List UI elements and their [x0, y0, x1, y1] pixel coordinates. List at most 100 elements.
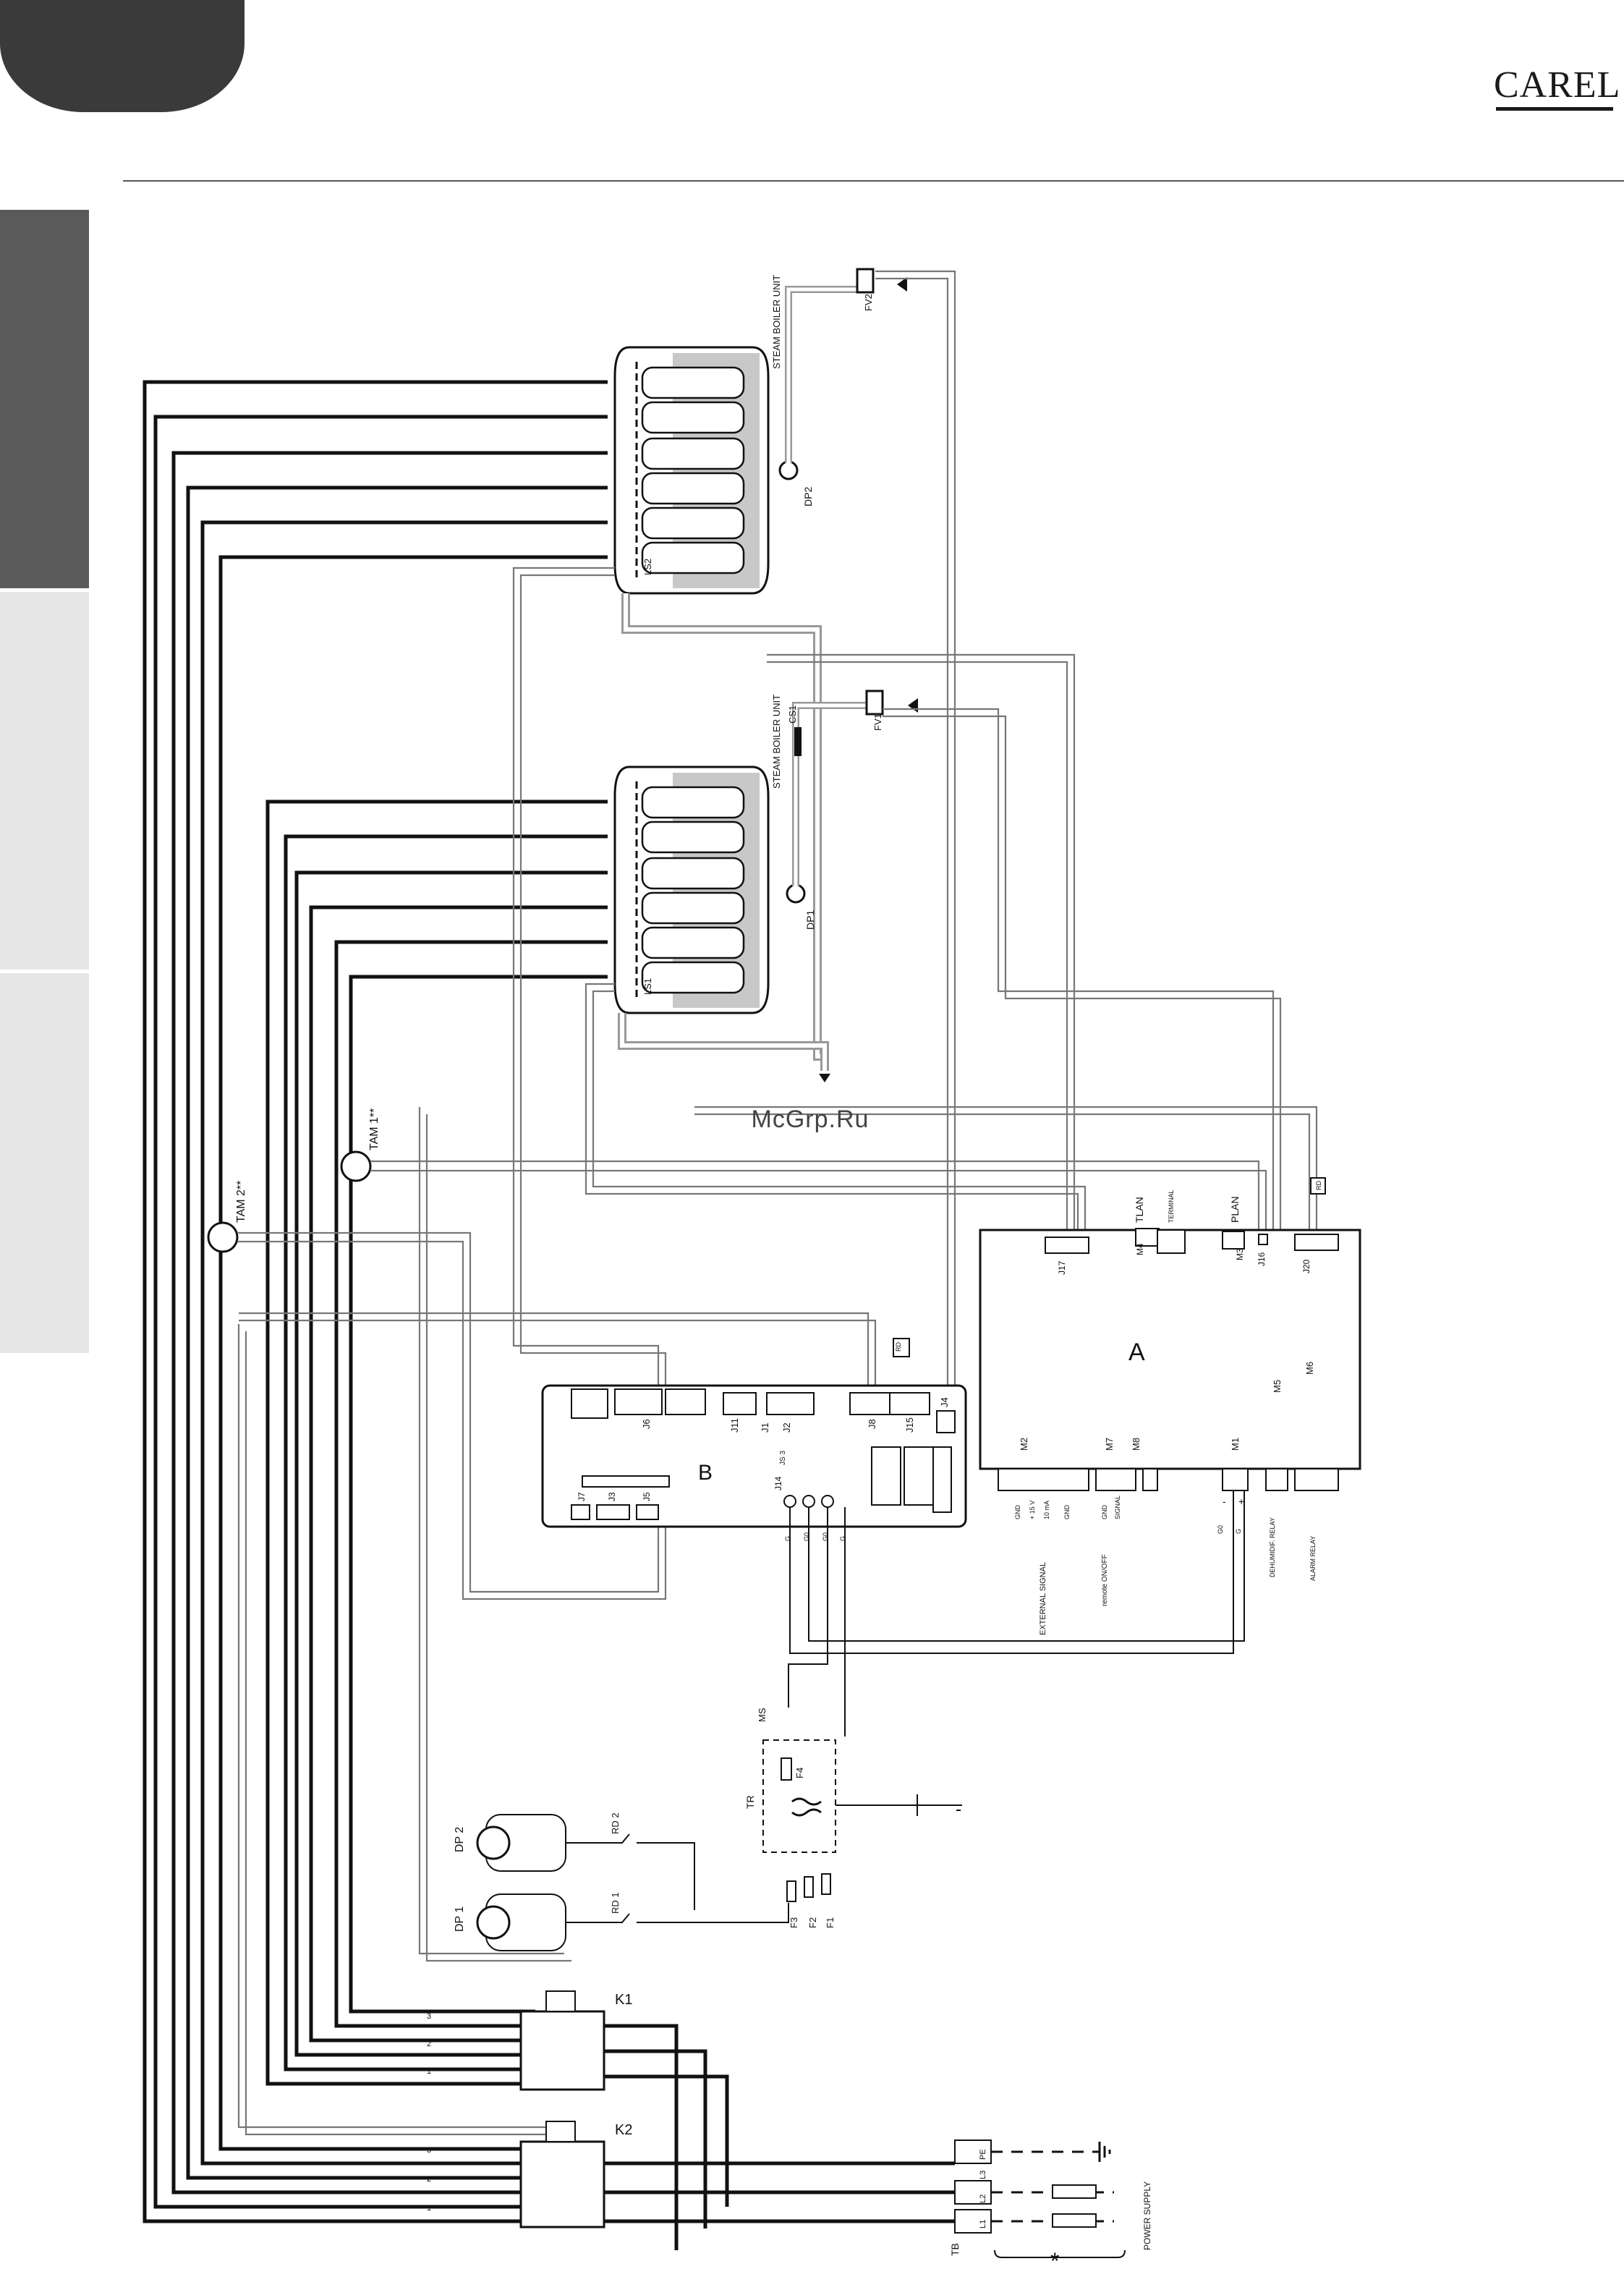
b-js3-label: JS 3: [779, 1451, 787, 1465]
chapter-tab: [0, 0, 245, 112]
fill-valve-fv1-label: FV1: [872, 713, 883, 731]
a-dehum-relay-caption: DEHUMIDIF. RELAY: [1269, 1517, 1276, 1577]
tb-label: TB: [949, 2243, 961, 2256]
supply-lines: [604, 2024, 955, 2250]
a-j20-label: J20: [1301, 1259, 1311, 1273]
board-a-label: A: [1128, 1339, 1145, 1366]
fuse-f1-label: F1: [825, 1917, 836, 1928]
tb-pe-label: PE: [979, 2149, 987, 2160]
boiler-1-label: STEAM BOILER UNIT: [771, 695, 782, 789]
a-tlan-label: TLAN: [1134, 1197, 1145, 1223]
transformer-section: MS TR F4 F3 F2 F1: [744, 1708, 962, 1928]
fuse-f3: [786, 1880, 796, 1902]
fuse-f2: [804, 1876, 814, 1898]
pump-dp2-symbol: [778, 460, 799, 480]
drain-pumps: DP 2 DP 1 RD 2 RD 1: [454, 1812, 789, 1951]
a-m5-label: M5: [1272, 1380, 1283, 1393]
ms-label: MS: [757, 1708, 768, 1722]
pump-dp1-label: DP1: [804, 910, 816, 930]
tb-l1-label: L1: [979, 2220, 987, 2228]
contactor-k1-label: K1: [615, 1992, 632, 2008]
transformer-coil-icon: [791, 1797, 822, 1806]
a-m7-label: M7: [1104, 1438, 1115, 1451]
side-tab-2: [0, 592, 89, 970]
drain-arrow-icon: [819, 1074, 830, 1082]
pump-dp1-symbol: [786, 883, 806, 904]
a-m7-pin-signal: SIGNAL: [1114, 1496, 1121, 1519]
fill-valve-fv1: [865, 690, 884, 716]
fill-valve-fv2: [856, 268, 875, 294]
a-plan-label: PLAN: [1229, 1196, 1241, 1223]
b-j14-pin-2: G0: [803, 1532, 810, 1541]
ground-icon: [1098, 2142, 1111, 2162]
relay-rd1-label: RD 1: [610, 1892, 621, 1914]
k2-pin-3: 3: [427, 2146, 431, 2155]
current-sensor-tam2: [207, 1221, 239, 1253]
b-j1-label: J1: [760, 1422, 770, 1433]
b-j2-label: J2: [781, 1422, 792, 1433]
tb-l2-label: L2: [979, 2194, 987, 2203]
terminal-port-icon: [1157, 1229, 1186, 1254]
steam-boiler-unit-2: STEAM BOILER UNIT LS2 DP2 FV2: [613, 268, 907, 595]
b-j15-label: J15: [904, 1417, 915, 1433]
a-external-signal-caption: EXTERNAL SIGNAL: [1039, 1562, 1047, 1635]
fuse-f4-label: F4: [794, 1768, 805, 1778]
pump-dp2-icon: [476, 1825, 511, 1860]
b-j5-label: J5: [642, 1492, 652, 1501]
fuse-f3-label: F3: [788, 1917, 799, 1928]
b-j14-pin-3: G0: [822, 1532, 829, 1541]
a-m2-pin-10ma: 10 mA: [1043, 1501, 1050, 1519]
contactor-k2: K2 3 2 1: [427, 2121, 632, 2228]
tam1-label: TAM 1**: [368, 1108, 381, 1150]
tam2-label: TAM 2**: [235, 1181, 247, 1223]
fuse-f2-label: F2: [807, 1917, 818, 1928]
contactor-k1: K1 3 2 1: [427, 1990, 632, 2091]
fuse-f4: [781, 1757, 792, 1781]
b-j4-label: J4: [939, 1397, 950, 1407]
conductivity-sensor-cs1: [794, 727, 802, 756]
a-m2-pin-gnd2: GND: [1063, 1505, 1071, 1520]
k1-pin-3: 3: [427, 2012, 431, 2021]
a-m7-pin-gnd: GND: [1101, 1505, 1108, 1520]
a-m1-plus: +: [1238, 1496, 1244, 1507]
contactor-k2-label: K2: [615, 2122, 632, 2138]
a-m1-minus: -: [1223, 1496, 1226, 1507]
k2-pin-1: 1: [427, 2204, 431, 2213]
b-j7-label: J7: [577, 1492, 587, 1501]
relay-rd2-label: RD 2: [610, 1812, 621, 1834]
k2-pin-2: 2: [427, 2175, 431, 2184]
boiler-2-label: STEAM BOILER UNIT: [771, 275, 782, 369]
a-m1-pin-g0: G0: [1217, 1525, 1224, 1534]
transformer-label: TR: [744, 1795, 756, 1809]
b-j14-pin-4: G: [839, 1536, 846, 1541]
signal-wiring: [237, 270, 1318, 2136]
b-j3-label: J3: [607, 1492, 617, 1501]
a-j17-label: J17: [1057, 1260, 1067, 1275]
watermark: McGrp.Ru: [751, 1106, 870, 1133]
a-remote-caption: remote ON/OFF: [1101, 1554, 1109, 1606]
b-j8-label: J8: [867, 1419, 877, 1429]
k1-pin-2: 2: [427, 2040, 431, 2048]
b-j6-label: J6: [641, 1419, 652, 1429]
level-sensor-ls1: LS1: [642, 978, 653, 995]
a-m1-pin-g: G: [1235, 1529, 1242, 1534]
side-tab-3: [0, 973, 89, 1353]
earth-icon: [953, 1804, 962, 1811]
pump-dp2-label: DP2: [802, 487, 814, 506]
a-m2-pin-gnd: GND: [1014, 1505, 1021, 1520]
fuse-f1: [821, 1873, 831, 1895]
a-m8-label: M8: [1131, 1438, 1142, 1451]
b-rd-label: RD: [895, 1342, 902, 1352]
pump-dp1-caption: DP 1: [454, 1907, 466, 1932]
tb-l3-label: L3: [979, 2171, 987, 2179]
a-j16-label: J16: [1257, 1252, 1267, 1266]
a-m2-pin-15v: + 15 V: [1029, 1501, 1036, 1519]
a-rd-label: RD: [1315, 1181, 1322, 1190]
logo-underline: [1496, 107, 1613, 111]
power-cables-unit-1: [265, 800, 608, 2086]
power-cables-unit-2: [143, 380, 608, 2223]
conductivity-sensor-label: CS1: [787, 705, 798, 724]
level-sensor-ls2: LS2: [642, 559, 653, 575]
a-m3-label: M3: [1235, 1248, 1245, 1260]
